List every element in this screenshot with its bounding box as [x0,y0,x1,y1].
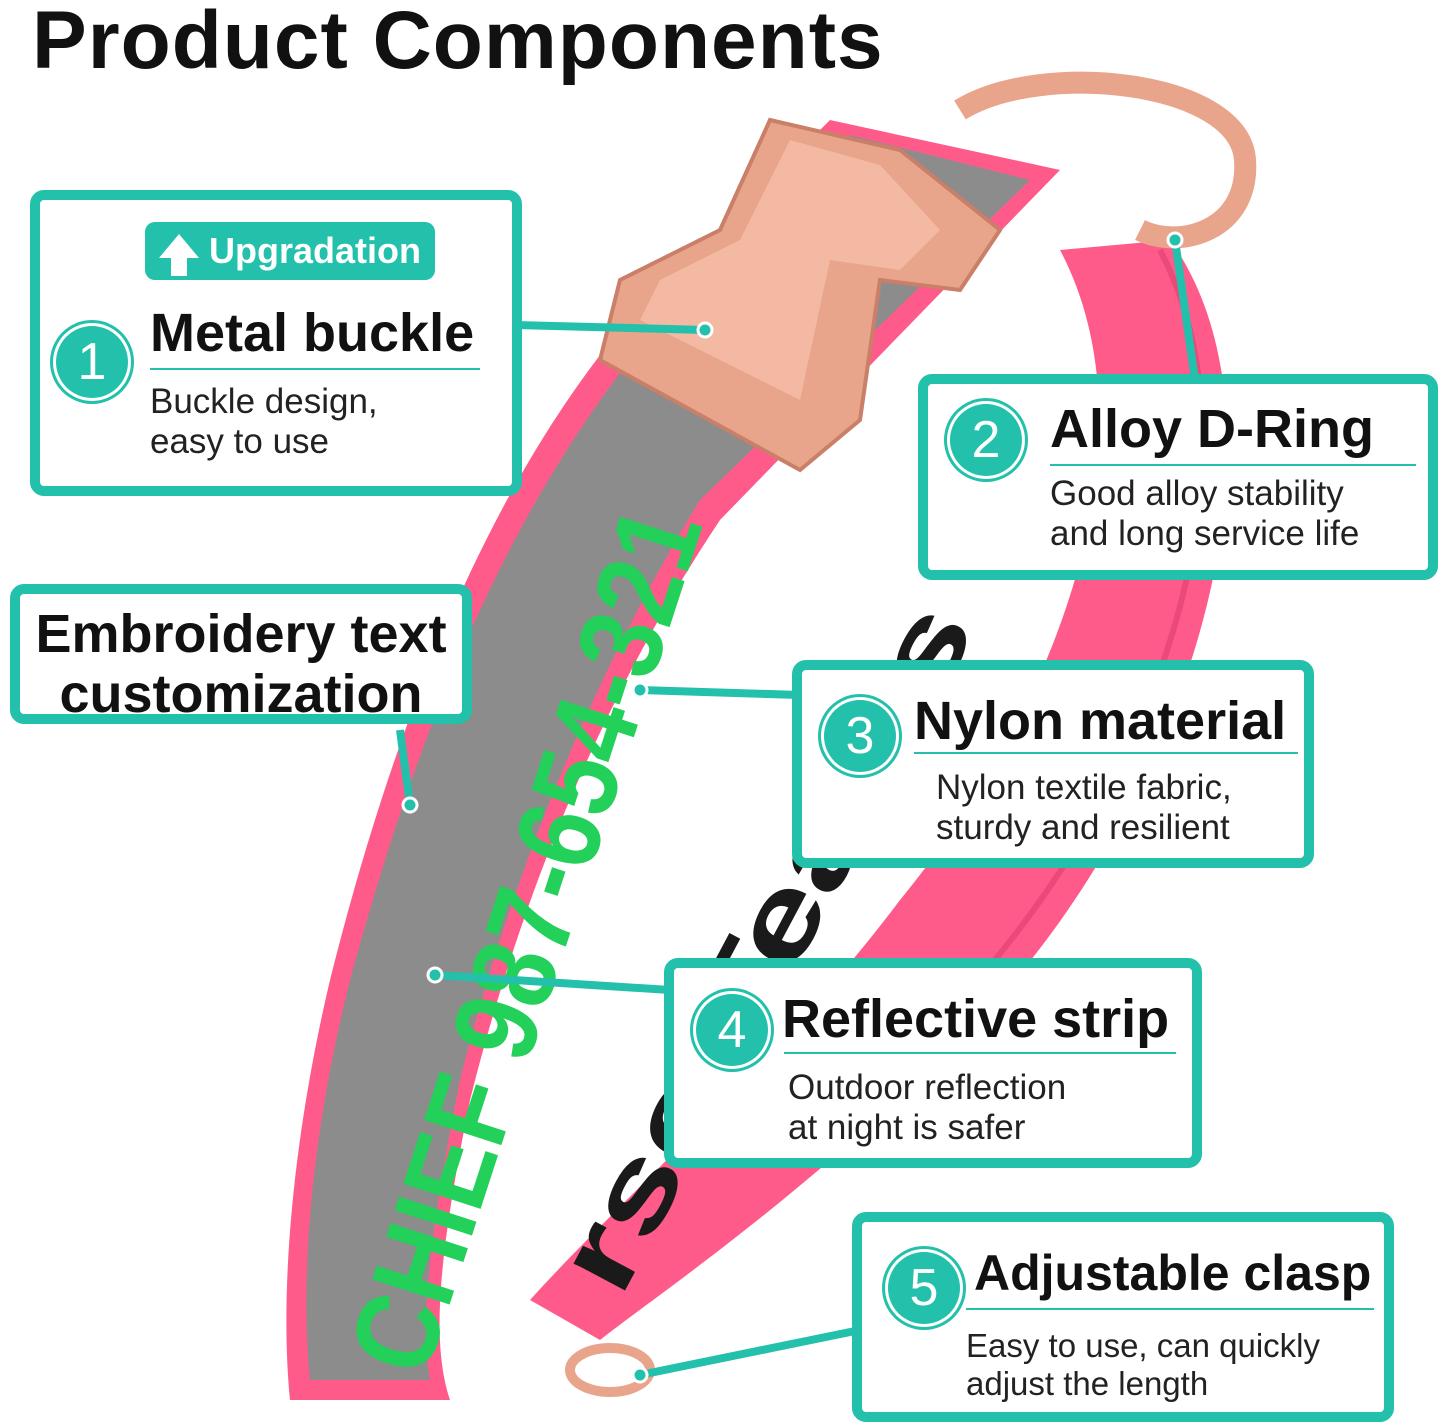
number-badge: 3 [824,700,896,772]
component-desc-line1: Nylon textile fabric, [936,768,1232,807]
embroidery-callout: Embroidery text customization [10,584,472,724]
component-card-d-ring: 2 Alloy D-Ring Good alloy stability and … [918,374,1438,580]
component-desc-line1: Buckle design, [150,382,378,421]
component-desc-line2: and long service life [1050,514,1360,553]
number-badge: 5 [888,1252,960,1324]
buckle-clip [640,140,940,400]
number-badge: 2 [950,404,1022,476]
page-title: Product Components [32,0,884,86]
component-desc-line2: adjust the length [966,1365,1209,1402]
number-badge: 4 [696,994,768,1066]
d-ring [954,71,1257,249]
divider [150,368,480,370]
component-title: Metal buckle [150,303,475,363]
component-desc-line1: Outdoor reflection [788,1068,1067,1107]
component-desc-line2: sturdy and resilient [936,808,1230,847]
component-title: Adjustable clasp [974,1245,1372,1301]
component-card-reflective: 4 Reflective strip Outdoor reflection at… [664,958,1202,1168]
component-card-metal-buckle: 1 Upgradation Metal buckle Buckle design… [30,190,522,496]
divider [914,752,1298,754]
embroidery-line1: Embroidery text [35,604,447,664]
upgradation-label: Upgradation [209,230,422,271]
component-desc-line2: easy to use [150,422,329,461]
embroidery-line2: customization [59,664,423,724]
component-title: Reflective strip [782,989,1170,1049]
upgradation-badge: Upgradation [145,222,436,280]
divider [784,1052,1176,1054]
up-arrow-icon [159,234,199,276]
connector-lines [396,239,1199,1379]
component-card-clasp: 5 Adjustable clasp Easy to use, can quic… [852,1212,1394,1422]
component-title: Alloy D-Ring [1050,399,1374,459]
component-card-nylon: 3 Nylon material Nylon textile fabric, s… [792,660,1314,868]
component-desc-line1: Good alloy stability [1050,474,1344,513]
component-desc-line1: Easy to use, can quickly [966,1327,1321,1364]
component-title: Nylon material [914,691,1287,751]
divider [1050,464,1416,466]
number-badge: 1 [56,326,128,398]
divider [966,1308,1374,1310]
component-desc-line2: at night is safer [788,1108,1026,1147]
connector-dots [401,231,1184,1384]
